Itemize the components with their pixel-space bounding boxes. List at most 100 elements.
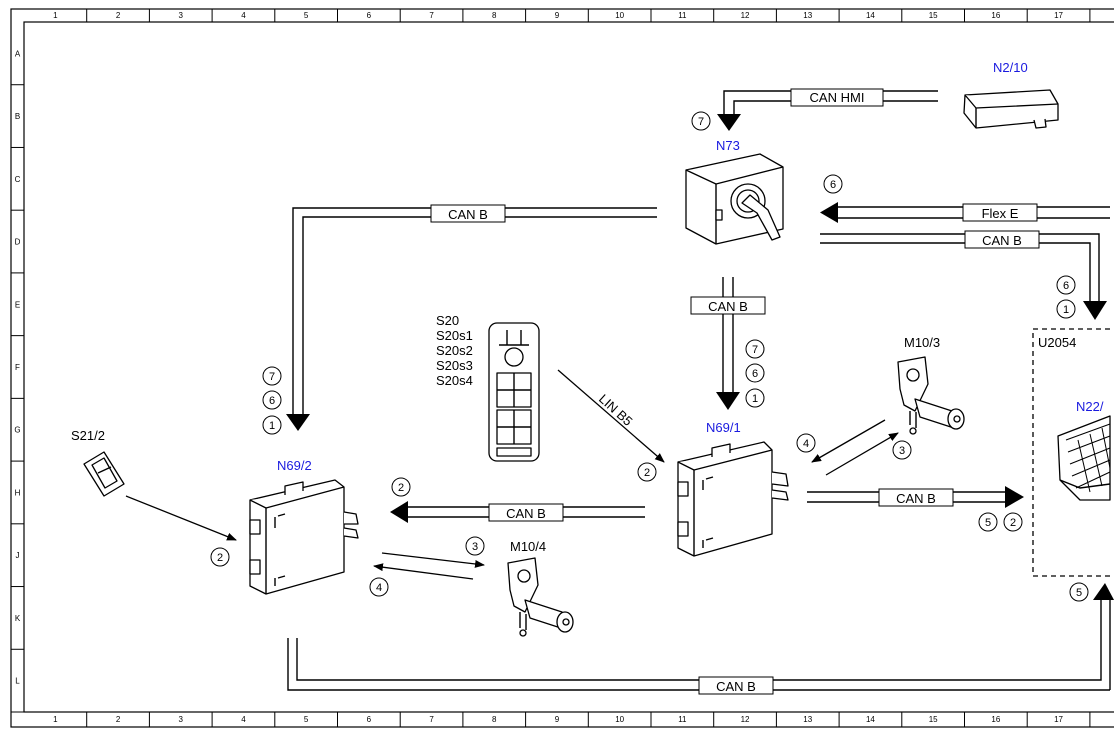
marker-7: 7 — [262, 366, 282, 386]
grid-col-label-14: 14 — [866, 715, 875, 724]
grid-col-label-17: 17 — [1054, 11, 1063, 20]
svg-text:2: 2 — [217, 552, 223, 564]
n69-1-module-icon — [677, 441, 789, 557]
grid-col-label-5: 5 — [304, 11, 309, 20]
marker-2: 2 — [637, 462, 657, 482]
can-b-label-1: CAN B — [448, 207, 488, 222]
grid-col-label-8: 8 — [492, 715, 497, 724]
grid-col-label-14: 14 — [866, 11, 875, 20]
marker-1: 1 — [262, 415, 282, 435]
grid-row-label-E: E — [15, 300, 20, 309]
marker-7: 7 — [691, 111, 711, 131]
grid-row-label-C: C — [15, 175, 21, 184]
flex-e-bus: Flex E — [820, 202, 1110, 223]
n22-label: N22/ — [1076, 399, 1104, 414]
u2054-label: U2054 — [1038, 335, 1076, 350]
grid-col-label-13: 13 — [803, 715, 812, 724]
grid-col-label-16: 16 — [991, 715, 1000, 724]
grid-col-label-2: 2 — [116, 715, 121, 724]
s20s3-label: S20s3 — [436, 358, 473, 373]
svg-text:7: 7 — [752, 344, 758, 356]
flex-e-label: Flex E — [982, 206, 1019, 221]
grid-col-label-13: 13 — [803, 11, 812, 20]
can-b-label-4: CAN B — [506, 506, 546, 521]
svg-text:1: 1 — [1063, 304, 1069, 316]
can-b-bus-n73-u2054: CAN B — [820, 230, 1107, 320]
grid-row-label-H: H — [15, 488, 21, 497]
grid-col-label-6: 6 — [367, 715, 372, 724]
grid-col-label-1: 1 — [53, 715, 58, 724]
n69-1-label: N69/1 — [706, 420, 741, 435]
grid-col-label-8: 8 — [492, 11, 497, 20]
u2054-boundary — [1032, 328, 1110, 577]
svg-text:7: 7 — [269, 371, 275, 383]
can-b-label-2: CAN B — [982, 233, 1022, 248]
svg-text:6: 6 — [830, 179, 836, 191]
grid-row-label-D: D — [15, 238, 21, 247]
grid-col-label-15: 15 — [929, 11, 938, 20]
svg-text:4: 4 — [803, 438, 809, 450]
marker-1: 1 — [1056, 299, 1076, 319]
s21-2-switch-icon — [83, 451, 125, 497]
n2-10-label: N2/10 — [993, 60, 1028, 75]
s20s2-label: S20s2 — [436, 343, 473, 358]
drawing-frame — [10, 8, 1114, 728]
svg-text:6: 6 — [1063, 280, 1069, 292]
can-b-bus-n73-n69-2: CAN B — [286, 204, 657, 431]
svg-text:4: 4 — [376, 582, 382, 594]
marker-5: 5 — [978, 512, 998, 532]
marker-3: 3 — [465, 536, 485, 556]
grid-col-label-4: 4 — [241, 715, 246, 724]
grid-row-label-J: J — [16, 551, 20, 560]
grid-col-label-9: 9 — [555, 715, 560, 724]
svg-text:3: 3 — [472, 541, 478, 553]
n73-ignition-switch-icon — [685, 153, 784, 245]
svg-text:6: 6 — [752, 368, 758, 380]
grid-column-labels: 1122334455667788991010111112121313141415… — [53, 9, 1091, 727]
svg-text:7: 7 — [698, 116, 704, 128]
s20-label: S20 — [436, 313, 459, 328]
svg-text:3: 3 — [899, 445, 905, 457]
n73-label: N73 — [716, 138, 740, 153]
m10-4-label: M10/4 — [510, 539, 546, 554]
signal-arrows — [125, 369, 899, 580]
can-b-bus-bottom: CAN B — [287, 583, 1114, 695]
marker-2: 2 — [1003, 512, 1023, 532]
svg-text:5: 5 — [1076, 587, 1082, 599]
marker-5: 5 — [1069, 582, 1089, 602]
svg-text:1: 1 — [269, 420, 275, 432]
marker-4: 4 — [369, 577, 389, 597]
grid-row-label-F: F — [15, 363, 20, 372]
s20s4-label: S20s4 — [436, 373, 473, 388]
m10-4-motor-icon — [507, 557, 574, 637]
grid-col-label-4: 4 — [241, 11, 246, 20]
can-b-bus-n69-1-n69-2: CAN B — [390, 501, 645, 523]
svg-text:2: 2 — [398, 482, 404, 494]
marker-6: 6 — [745, 363, 765, 383]
marker-6: 6 — [262, 390, 282, 410]
marker-7: 7 — [745, 339, 765, 359]
grid-col-label-5: 5 — [304, 715, 309, 724]
n2-10-module-icon — [963, 89, 1059, 129]
svg-text:6: 6 — [269, 395, 275, 407]
grid-col-label-10: 10 — [615, 11, 624, 20]
grid-col-label-1: 1 — [53, 11, 58, 20]
can-b-bus-n73-n69-1: CAN B — [690, 277, 766, 410]
can-b-label-5: CAN B — [896, 491, 936, 506]
marker-1: 1 — [745, 388, 765, 408]
n22-control-unit-icon — [1057, 415, 1111, 501]
signal-markers: 7 6 6 1 7 6 1 7 6 1 2 2 2 3 4 4 3 5 2 5 — [210, 111, 1089, 602]
lin-b5-label: LIN B5 — [596, 391, 636, 429]
marker-2: 2 — [391, 477, 411, 497]
can-b-label-6: CAN B — [716, 679, 756, 694]
svg-text:2: 2 — [644, 467, 650, 479]
grid-row-label-A: A — [15, 49, 21, 58]
marker-2: 2 — [210, 547, 230, 567]
grid-col-label-15: 15 — [929, 715, 938, 724]
marker-6: 6 — [823, 174, 843, 194]
marker-3: 3 — [892, 440, 912, 460]
grid-row-label-K: K — [15, 614, 21, 623]
svg-text:5: 5 — [985, 517, 991, 529]
